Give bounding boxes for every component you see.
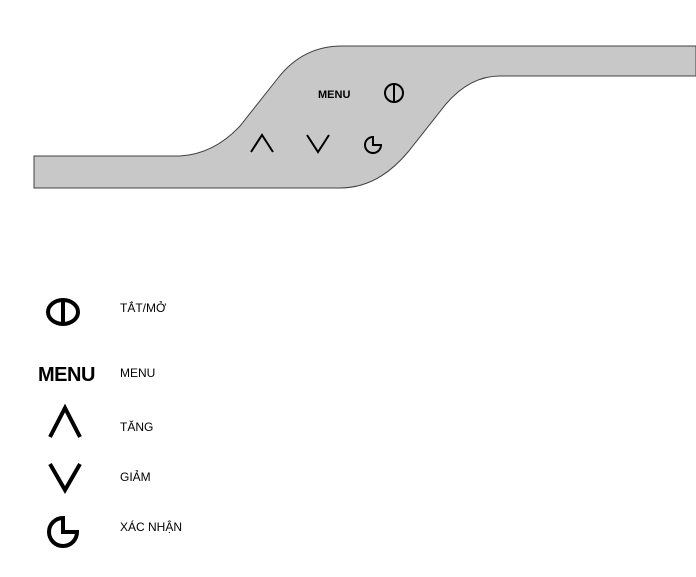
legend-row-power: TẮT/MỞ [0, 294, 400, 334]
power-icon[interactable] [384, 83, 404, 103]
chevron-down-icon [48, 463, 82, 495]
menu-text-icon: MENU [38, 364, 95, 386]
legend-row-menu: MENU MENU [0, 355, 400, 395]
confirm-icon [47, 515, 80, 548]
power-icon [46, 298, 80, 326]
legend-row-confirm: XÁC NHẬN [0, 510, 400, 550]
legend-row-down: GIẢM [0, 458, 400, 498]
legend-row-up: TĂNG [0, 402, 400, 442]
chevron-up-icon[interactable] [250, 133, 274, 153]
panel-shape [33, 45, 696, 189]
chevron-down-icon[interactable] [306, 134, 330, 154]
legend-label-menu: MENU [120, 366, 156, 380]
legend-label-power: TẮT/MỞ [120, 301, 167, 315]
monitor-control-panel: MENU [33, 45, 696, 189]
panel-menu-label[interactable]: MENU [318, 89, 350, 101]
confirm-icon[interactable] [364, 135, 383, 154]
legend-label-confirm: XÁC NHẬN [120, 520, 183, 534]
legend-label-up: TĂNG [120, 420, 154, 434]
legend-label-down: GIẢM [120, 470, 151, 484]
chevron-up-icon [48, 403, 82, 438]
